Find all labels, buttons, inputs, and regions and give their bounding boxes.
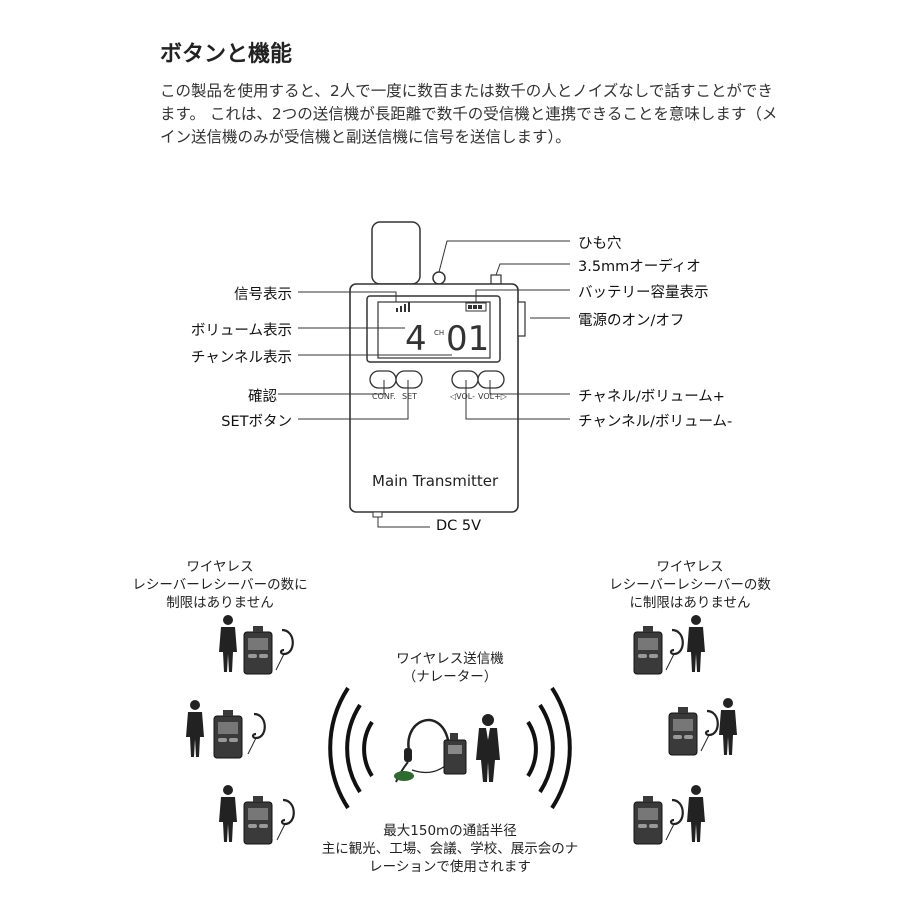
receiver-icon	[243, 795, 273, 845]
receiver-group-right-top	[633, 615, 705, 675]
label-power: 電源のオン/オフ	[578, 313, 685, 329]
label-set-button: SETボタン	[221, 414, 292, 430]
person-icon	[687, 785, 705, 842]
receiver-group-right-bottom	[633, 785, 705, 845]
power-switch	[517, 301, 526, 337]
intro-paragraph: この製品を使用すると、2人で一度に数百または数千の人とノイズなしで話すことができ…	[160, 82, 778, 146]
conf-label: CONF.	[372, 392, 396, 401]
receiver-group-left-bottom	[219, 785, 295, 845]
earhook-icon	[274, 628, 294, 672]
headset-icon	[394, 718, 450, 783]
earhook-icon	[699, 709, 719, 753]
label-audio: 3.5mmオーディオ	[578, 259, 701, 275]
signal-icon	[396, 302, 410, 312]
receiver-icon	[668, 706, 698, 756]
wave-icon-right	[526, 686, 572, 810]
label-volume-display: ボリューム表示	[190, 323, 292, 339]
receiver-group-right-mid	[668, 698, 737, 756]
receiver-icon	[633, 795, 663, 845]
receiver-group-left-top	[219, 615, 294, 675]
left-caption: ワイヤレス レシーバーレシーバーの数に 制限はありません	[132, 559, 308, 611]
label-dc: DC 5V	[436, 518, 482, 534]
set-label: SET	[402, 392, 417, 401]
set-button	[395, 370, 423, 389]
label-confirm: 確認	[248, 389, 277, 405]
leader-lines	[278, 240, 570, 528]
screen-ch-label: CH	[434, 329, 444, 337]
earhook-icon	[246, 712, 266, 756]
vol-minus-label: ◁VOL-	[449, 392, 475, 401]
receiver-icon	[243, 625, 273, 675]
screen-left-digit: 4	[405, 319, 427, 359]
person-icon	[687, 615, 705, 672]
label-signal: 信号表示	[234, 287, 292, 303]
earhook-icon	[664, 798, 684, 842]
right-caption: ワイヤレス レシーバーレシーバーの数 に制限はありません	[609, 559, 771, 611]
center-caption: ワイヤレス送信機 （ナレーター）	[396, 651, 504, 685]
receiver-icon	[213, 709, 243, 759]
person-icon	[186, 700, 204, 757]
person-icon	[719, 698, 737, 755]
screen-right-digits: 01	[446, 319, 489, 359]
device-name: Main Transmitter	[372, 472, 499, 490]
receiver-group-left-mid	[186, 700, 266, 759]
narrator-icon	[476, 714, 500, 782]
vol-plus-button	[477, 370, 505, 389]
vol-plus-label: VOL+▷	[478, 392, 508, 401]
receiver-icon	[633, 625, 663, 675]
bottom-caption: 最大150mの通話半径 主に観光、工場、会議、学校、展示会のナ レーションで使用…	[321, 823, 579, 875]
person-icon	[219, 615, 237, 672]
transmitter-icon	[443, 733, 467, 775]
label-battery: バッテリー容量表示	[578, 285, 709, 301]
label-ch-vol-minus: チャンネル/ボリューム-	[578, 414, 733, 430]
earhook-icon	[664, 628, 684, 672]
page-title: ボタンと機能	[160, 42, 293, 67]
person-icon	[219, 785, 237, 842]
label-ch-vol-plus: チャネル/ボリューム+	[578, 389, 725, 405]
label-channel-display: チャンネル表示	[190, 350, 292, 366]
earhook-icon	[275, 798, 295, 842]
label-strap-hole: ひも穴	[578, 236, 622, 252]
wave-icon-left	[328, 686, 374, 810]
